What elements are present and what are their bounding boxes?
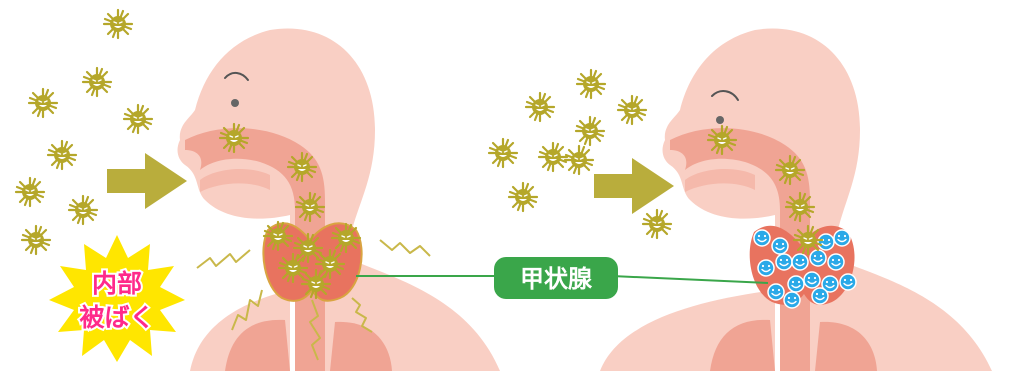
smiley-iodine-icon (758, 260, 774, 276)
radioactive-germ-icon (124, 105, 152, 133)
smiley-iodine-icon (834, 230, 850, 246)
radioactive-germ-icon (220, 124, 248, 152)
radioactive-germ-icon (332, 224, 360, 252)
radioactive-germ-icon (279, 254, 307, 282)
smiley-iodine-icon (812, 288, 828, 304)
right-arrow-icon (594, 158, 674, 214)
radioactive-germ-icon (22, 226, 50, 254)
smiley-iodine-icon (828, 254, 844, 270)
radioactive-germ-icon (489, 139, 517, 167)
smiley-iodine-icon (840, 274, 856, 290)
radioactive-germ-icon (264, 222, 292, 250)
radioactive-germ-icon (48, 141, 76, 169)
smiley-iodine-icon (804, 272, 820, 288)
burst-label-line1: 内部 (92, 269, 142, 298)
radioactive-germ-icon (302, 270, 330, 298)
radioactive-germ-icon (565, 146, 593, 174)
burst-label-line2: 被ばく (79, 303, 154, 332)
radioactive-germ-icon (509, 183, 537, 211)
radioactive-germ-icon (288, 153, 316, 181)
radioactive-germ-icon (296, 193, 324, 221)
smiley-iodine-icon (784, 292, 800, 308)
smiley-iodine-icon (818, 234, 834, 250)
smiley-iodine-icon (754, 230, 770, 246)
radioactive-germ-icon (16, 178, 44, 206)
radioactive-germ-icon (786, 193, 814, 221)
radioactive-germ-icon (539, 143, 567, 171)
radioactive-germ-icon (69, 196, 97, 224)
radioactive-germ-icon (794, 226, 822, 254)
left-eye (231, 99, 239, 107)
radioactive-germ-icon (526, 93, 554, 121)
thyroid-label: 甲状腺 (520, 265, 593, 293)
radioactive-germ-icon (708, 126, 736, 154)
smiley-iodine-icon (768, 284, 784, 300)
right-eye (716, 116, 724, 124)
radioactive-germ-icon (83, 68, 111, 96)
radioactive-germ-icon (29, 89, 57, 117)
radioactive-germ-icon (104, 10, 132, 38)
right-figure (489, 28, 992, 371)
left-figure: 内部 被ばく (16, 10, 500, 371)
radioactive-germ-icon (776, 156, 804, 184)
radioactive-germ-icon (577, 70, 605, 98)
radioactive-germ-icon (576, 117, 604, 145)
radioactive-germ-icon (294, 234, 322, 262)
thyroid-leader-right (612, 276, 768, 283)
smiley-iodine-icon (776, 254, 792, 270)
internal-exposure-burst: 内部 被ばく (49, 235, 185, 362)
smiley-iodine-icon (772, 238, 788, 254)
radioactive-germ-icon (618, 96, 646, 124)
smiley-iodine-icon (810, 250, 826, 266)
radioactive-germ-icon (643, 210, 671, 238)
right-arrow-icon (107, 153, 187, 209)
smiley-iodine-icon (788, 276, 804, 292)
smiley-iodine-icon (792, 254, 808, 270)
